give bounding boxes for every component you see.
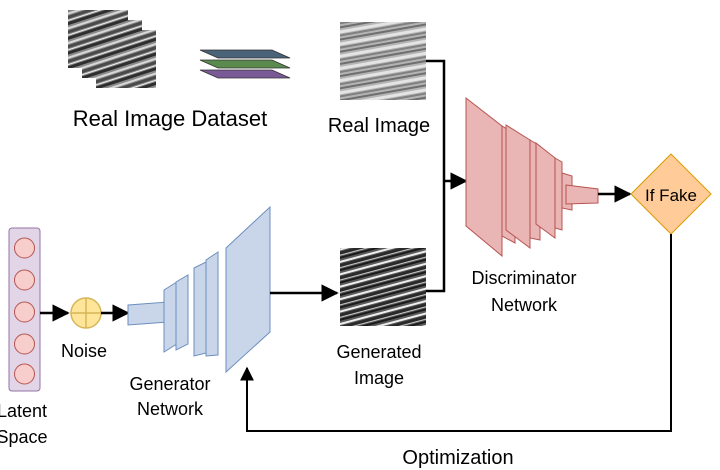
if-fake-label: If Fake — [645, 186, 697, 205]
discriminator-label-2: Network — [491, 295, 558, 315]
real-image-label: Real Image — [328, 115, 430, 137]
generated-image-label-2: Image — [354, 368, 404, 388]
dataset-image-stack — [68, 10, 156, 88]
optimization-label: Optimization — [402, 447, 513, 469]
connector-generated — [426, 181, 446, 293]
generated-image-label-1: Generated — [336, 342, 421, 362]
dataset-label: Real Image Dataset — [73, 106, 267, 131]
stacked-layers-icon — [199, 49, 291, 79]
noise-label: Noise — [61, 341, 107, 361]
plus-circle-icon — [70, 297, 102, 329]
generator-network — [127, 205, 271, 374]
generator-label-2: Network — [137, 399, 204, 419]
optimization-feedback-arrow — [240, 234, 672, 432]
discriminator-network — [465, 96, 599, 258]
real-image — [340, 22, 426, 100]
connector-real — [426, 59, 446, 181]
discriminator-label-1: Discriminator — [471, 268, 576, 288]
latent-space-vector — [8, 227, 41, 392]
latent-label-1: Latent — [0, 401, 47, 421]
latent-label-2: Space — [0, 427, 48, 447]
generator-label-1: Generator — [129, 374, 210, 394]
generated-image — [340, 248, 426, 326]
